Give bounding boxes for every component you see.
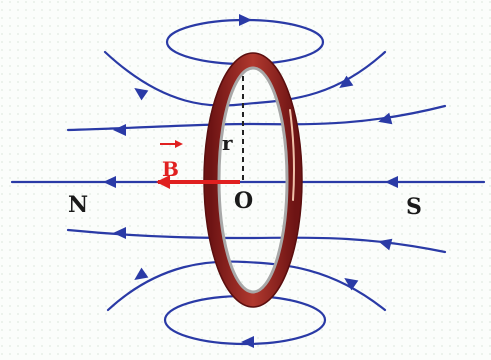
label-field-b: B bbox=[162, 157, 179, 181]
label-north: N bbox=[68, 192, 88, 218]
field-arrowheads bbox=[103, 14, 398, 348]
triangle-arrow-icon bbox=[378, 238, 393, 251]
field-vector-b bbox=[156, 140, 240, 189]
field-line-lower-2 bbox=[106, 260, 387, 312]
field-line-upper-1 bbox=[103, 50, 387, 107]
label-center: O bbox=[234, 188, 253, 214]
triangle-arrow-icon bbox=[134, 267, 149, 281]
field-line-lower-1 bbox=[66, 228, 447, 254]
field-line-upper-2 bbox=[66, 104, 447, 132]
triangle-arrow-icon bbox=[239, 14, 252, 26]
triangle-arrow-icon bbox=[378, 112, 393, 125]
label-south: S bbox=[406, 194, 422, 220]
triangle-arrow-icon bbox=[134, 87, 149, 101]
triangle-arrow-icon bbox=[113, 124, 126, 136]
triangle-arrow-icon bbox=[339, 75, 354, 89]
label-radius: r bbox=[222, 131, 233, 155]
triangle-arrow-icon bbox=[113, 227, 126, 239]
triangle-arrow-icon bbox=[344, 277, 359, 291]
b-vector-arrowhead bbox=[156, 175, 170, 189]
right-arrow-icon bbox=[175, 140, 183, 148]
triangle-arrow-icon bbox=[241, 336, 254, 348]
triangle-arrow-icon bbox=[385, 176, 398, 188]
triangle-arrow-icon bbox=[103, 176, 116, 188]
ring-highlight bbox=[289, 109, 295, 201]
